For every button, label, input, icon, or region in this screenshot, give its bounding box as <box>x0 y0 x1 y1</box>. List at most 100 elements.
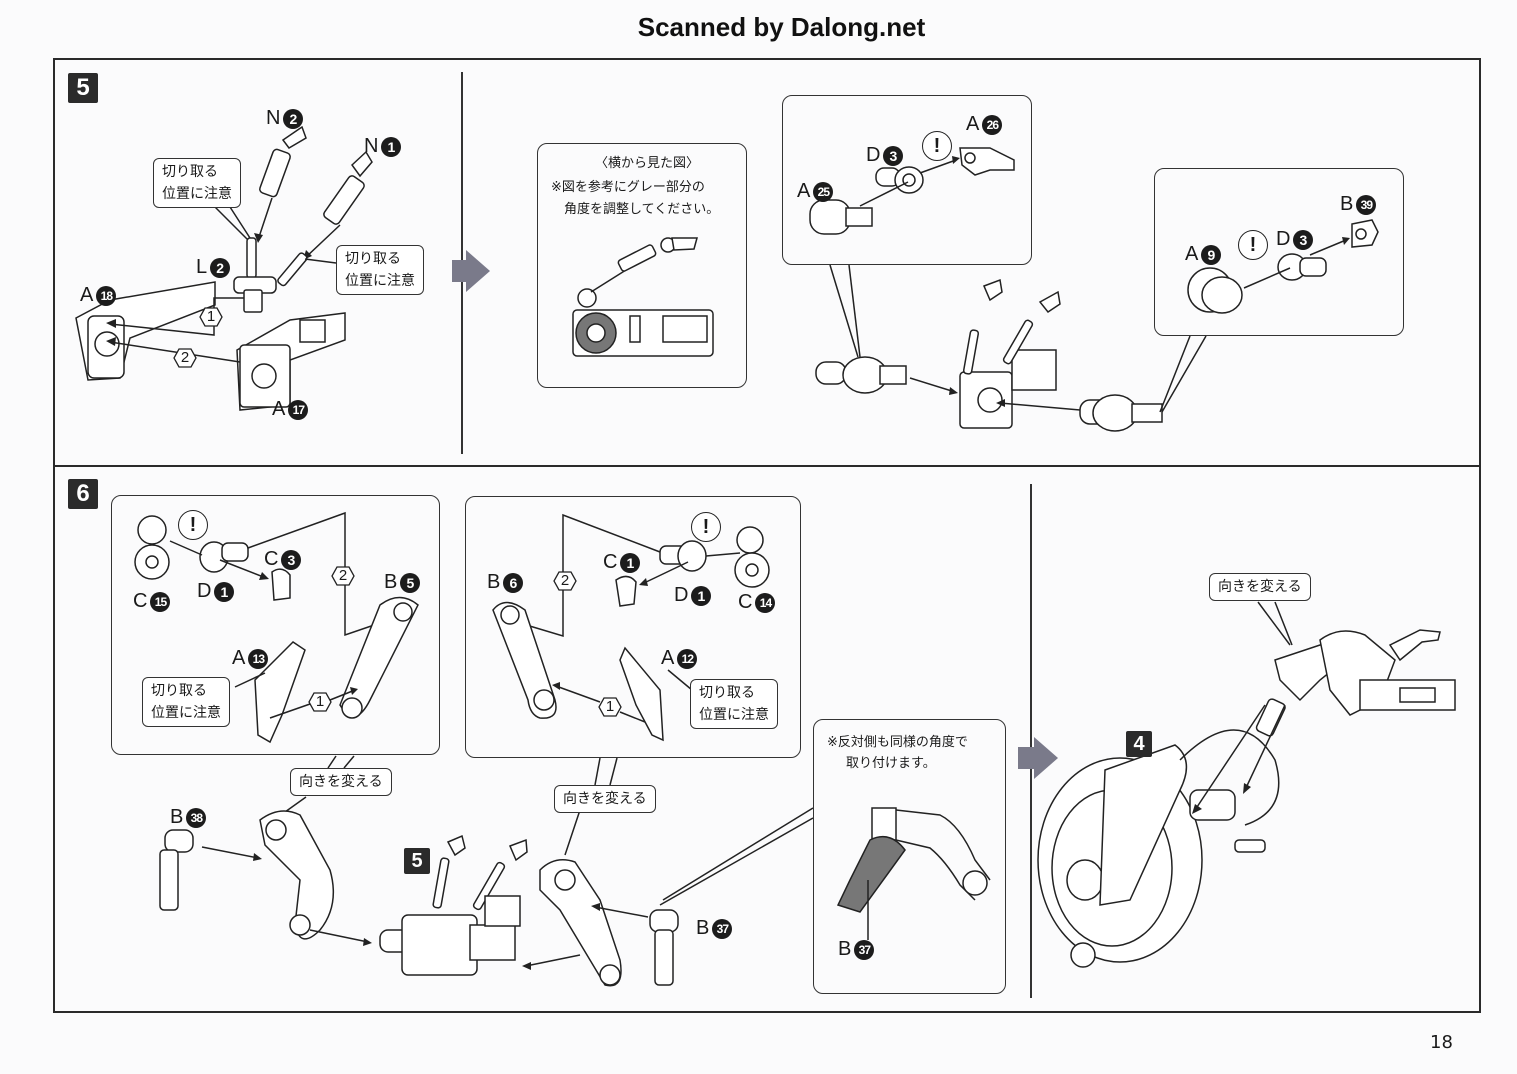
part-number: 25 <box>813 181 834 202</box>
part-a18-illustration <box>75 281 216 381</box>
scanner-watermark: Scanned by Dalong.net <box>637 12 926 42</box>
part-label-c1: C 1 <box>603 551 641 574</box>
runner-letter: A <box>80 284 94 306</box>
runner-letter: C <box>603 551 618 573</box>
runner-letter: B <box>838 938 852 960</box>
part-n2-illustration <box>254 125 307 243</box>
assembly-order-2: 2 <box>553 571 577 591</box>
runner-letter: B <box>384 571 398 593</box>
part-label-a18: A 18 <box>80 284 117 307</box>
runner-letter: N <box>364 135 379 157</box>
note-line: 切り取る <box>345 251 401 267</box>
part-label-a25: A 25 <box>797 180 834 203</box>
part-label-b6: B 6 <box>487 571 524 594</box>
runner-letter: C <box>738 591 753 613</box>
part-label-c14: C 14 <box>738 591 776 614</box>
order-number: 1 <box>605 698 615 715</box>
note-line: 位置に注意 <box>151 705 221 721</box>
part-label-b38: B 38 <box>170 806 207 829</box>
part-label-b37: B 37 <box>696 917 733 940</box>
part-label-a12: A 12 <box>661 647 698 670</box>
part-label-l2: L 2 <box>196 256 231 279</box>
part-label-c3: C 3 <box>264 548 302 571</box>
side-view-title: 〈横から見た図〉 <box>595 156 700 171</box>
side-view-instruction-line2: 角度を調整してください。 <box>564 202 720 217</box>
runner-letter: A <box>797 180 811 202</box>
part-label-n1: N 1 <box>364 135 402 158</box>
part-number: 17 <box>288 399 309 420</box>
note-line: 切り取る <box>151 683 207 699</box>
note-change-direction: 向きを変える <box>290 768 392 796</box>
part-label-d3: D 3 <box>1276 228 1314 251</box>
runner-letter: D <box>674 584 689 606</box>
note-cut-position: 切り取る 位置に注意 <box>690 679 778 729</box>
assembly-order-2: 2 <box>173 348 197 368</box>
order-number: 2 <box>180 349 190 366</box>
part-label-d1: D 1 <box>197 580 235 603</box>
order-number: 1 <box>206 308 216 325</box>
runner-letter: A <box>966 113 980 135</box>
assembly-order-2: 2 <box>331 566 355 586</box>
caution-icon: ! <box>1238 230 1268 260</box>
runner-letter: A <box>661 647 675 669</box>
part-number: 18 <box>96 285 117 306</box>
part-a17-illustration <box>236 312 346 411</box>
runner-letter: L <box>196 256 208 278</box>
part-number: 1 <box>691 585 712 606</box>
part-n1-illustration <box>303 150 373 260</box>
runner-letter: D <box>866 144 881 166</box>
part-label-n2: N 2 <box>266 107 304 130</box>
note-cut-position: 切り取る 位置に注意 <box>142 677 230 727</box>
step-divider <box>53 465 1481 467</box>
part-label-c15: C 15 <box>133 590 171 613</box>
part-label-a9: A 9 <box>1185 243 1222 266</box>
part-label-a26: A 26 <box>966 113 1003 136</box>
next-arrow-icon <box>1018 737 1058 779</box>
part-number: 3 <box>281 549 302 570</box>
note-line: 位置に注意 <box>345 273 415 289</box>
step-6-badge: 6 <box>68 479 98 509</box>
angle-note-line1: ※反対側も同様の角度で <box>827 735 968 750</box>
part-number: 9 <box>1201 244 1222 265</box>
runner-letter: D <box>1276 228 1291 250</box>
part-label-d1: D 1 <box>674 584 712 607</box>
runner-letter: A <box>1185 243 1199 265</box>
runner-letter: C <box>133 590 148 612</box>
part-number: 13 <box>248 648 269 669</box>
part-label-a13: A 13 <box>232 647 269 670</box>
runner-letter: D <box>197 580 212 602</box>
runner-letter: C <box>264 548 279 570</box>
part-number: 2 <box>283 108 304 129</box>
note-cut-position-left: 切り取る 位置に注意 <box>153 158 241 208</box>
page-number: 18 <box>1430 1032 1453 1053</box>
part-number: 26 <box>982 114 1003 135</box>
runner-letter: B <box>487 571 501 593</box>
note-line: 位置に注意 <box>699 707 769 723</box>
part-number: 1 <box>214 581 235 602</box>
part-number: 6 <box>503 572 524 593</box>
part-number: 12 <box>677 648 698 669</box>
runner-letter: B <box>170 806 184 828</box>
part-l2-illustration <box>233 237 308 313</box>
step-5-badge: 5 <box>68 73 98 103</box>
angle-note-line2: 取り付けます。 <box>846 756 936 771</box>
part-number: 5 <box>400 572 421 593</box>
part-number: 14 <box>755 592 776 613</box>
caution-icon: ! <box>691 512 721 542</box>
part-number: 37 <box>712 918 733 939</box>
runner-letter: B <box>696 917 710 939</box>
note-line: 切り取る <box>699 685 755 701</box>
next-arrow-icon <box>452 250 490 292</box>
part-number: 1 <box>620 552 641 573</box>
note-cut-position-right: 切り取る 位置に注意 <box>336 245 424 295</box>
part-number: 15 <box>150 591 171 612</box>
part-number: 39 <box>1356 194 1377 215</box>
